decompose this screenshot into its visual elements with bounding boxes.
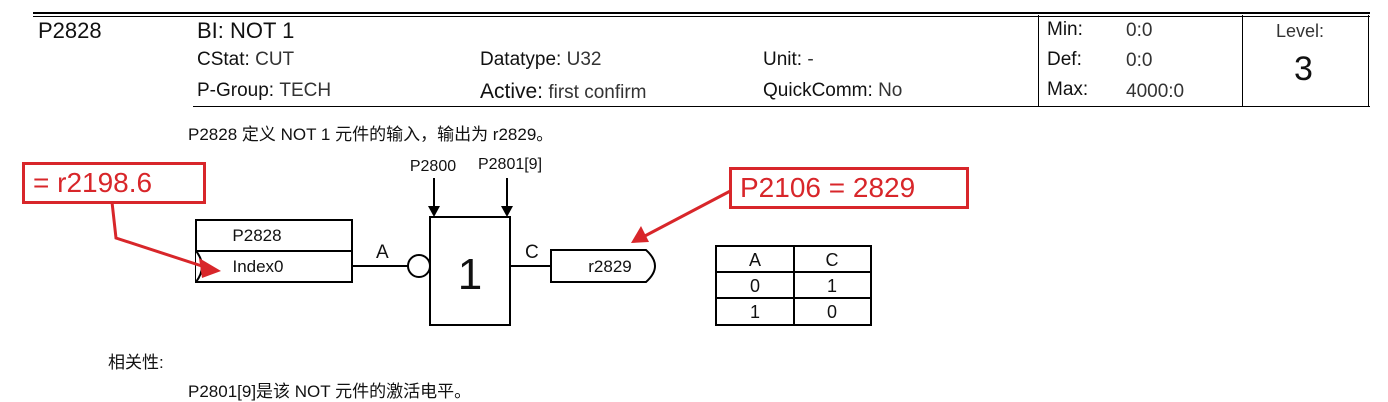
unit-field: Unit: - <box>763 49 814 71</box>
truth-table: A C 0 1 1 0 <box>715 245 872 326</box>
cstat-field: CStat: CUT <box>197 49 294 71</box>
label-a: A <box>376 242 389 263</box>
parameter-number: P2828 <box>38 18 102 43</box>
active-label: Active: <box>480 80 544 103</box>
header-top-rule-thin <box>33 16 1370 17</box>
header-bottom-rule <box>193 106 1370 107</box>
input-box-title: P2828 <box>232 226 281 245</box>
left-callout-arrowhead <box>199 258 221 278</box>
truth-cell: 0 <box>750 276 760 296</box>
right-callout-arrow <box>640 186 737 240</box>
datatype-label: Datatype: <box>480 49 562 70</box>
def-value: 0:0 <box>1126 50 1153 71</box>
not-gate <box>429 216 511 326</box>
truth-cell: 0 <box>827 302 837 322</box>
truth-header-c: C <box>826 250 839 270</box>
right-callout: P2106 = 2829 <box>729 167 969 209</box>
active-field: Active: first confirm <box>480 80 647 104</box>
quickcomm-value: No <box>878 80 903 101</box>
pgroup-value: TECH <box>279 80 332 101</box>
top-input-p2800: P2800 <box>410 158 456 175</box>
dependency-text: P2801[9]是该 NOT 元件的激活电平。 <box>188 382 472 401</box>
output-connector <box>550 249 656 283</box>
gate-symbol: 1 <box>458 250 482 299</box>
arrow-p2800-head <box>428 206 440 217</box>
header-divider-left <box>1038 15 1039 107</box>
header-top-rule <box>33 12 1370 14</box>
inversion-bubble <box>407 254 431 278</box>
description-text: P2828 定义 NOT 1 元件的输入，输出为 r2829。 <box>188 125 554 144</box>
truth-header-a: A <box>749 250 761 270</box>
unit-label: Unit: <box>763 49 803 70</box>
truth-cell: 1 <box>827 276 837 296</box>
header-divider-right <box>1368 15 1369 107</box>
input-parameter-box: P2828 Index0 <box>195 219 353 283</box>
level-value: 3 <box>1294 50 1313 88</box>
cstat-value: CUT <box>255 49 295 70</box>
label-c: C <box>525 242 539 263</box>
cstat-label: CStat: <box>197 49 250 70</box>
pgroup-label: P-Group: <box>197 80 275 101</box>
max-label: Max: <box>1047 79 1089 100</box>
datatype-value: U32 <box>566 49 602 70</box>
dependency-title: 相关性: <box>108 353 164 372</box>
min-value: 0:0 <box>1126 20 1153 41</box>
left-callout: = r2198.6 <box>22 162 206 204</box>
datatype-field: Datatype: U32 <box>480 49 601 71</box>
output-label: r2829 <box>588 257 631 276</box>
level-label: Level: <box>1276 21 1325 41</box>
active-value: first confirm <box>548 82 647 103</box>
quickcomm-field: QuickComm: No <box>763 80 902 102</box>
top-input-p2801: P2801[9] <box>478 156 542 173</box>
arrow-p2801-head <box>501 206 513 217</box>
unit-value: - <box>807 49 814 70</box>
left-callout-arrow <box>110 201 209 270</box>
quickcomm-label: QuickComm: <box>763 80 873 101</box>
right-callout-arrowhead <box>631 226 649 243</box>
input-box-index: Index0 <box>232 257 283 276</box>
pgroup-field: P-Group: TECH <box>197 80 331 102</box>
header-divider-level <box>1242 15 1243 107</box>
max-value: 4000:0 <box>1126 81 1185 102</box>
parameter-name: BI: NOT 1 <box>197 18 295 43</box>
def-label: Def: <box>1047 49 1082 70</box>
min-label: Min: <box>1047 19 1083 40</box>
truth-cell: 1 <box>750 302 760 322</box>
